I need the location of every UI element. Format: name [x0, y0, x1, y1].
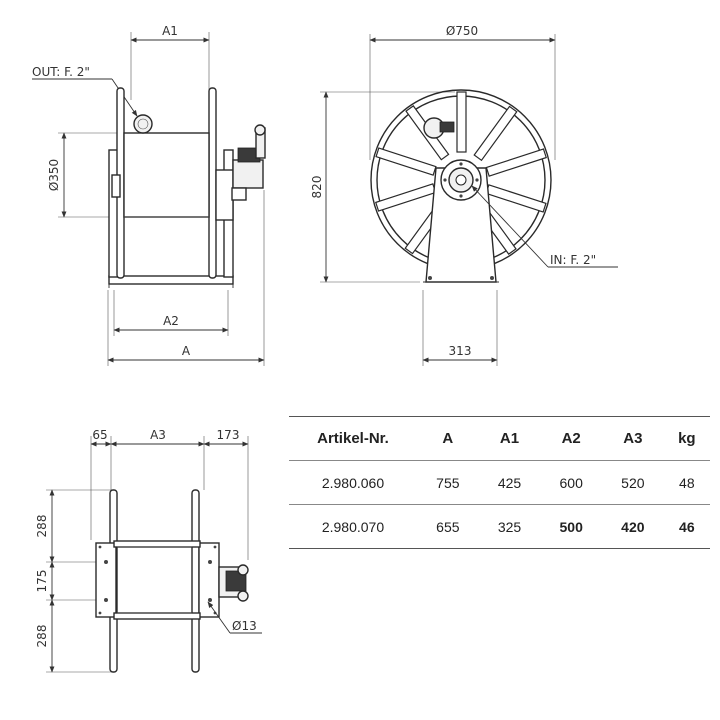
dim-a3: A3	[150, 428, 166, 442]
header-article: Artikel-Nr.	[289, 416, 417, 461]
cell-a3: 420	[602, 504, 664, 549]
spec-table: Artikel-Nr. A A1 A2 A3 kg 2.980.060 755 …	[289, 416, 710, 549]
dim-a2: A2	[163, 314, 179, 328]
header-a3: A3	[602, 416, 664, 461]
front-view	[32, 32, 266, 366]
dim-288-bottom: 288	[35, 625, 49, 648]
cell-kg: 48	[663, 460, 710, 505]
cell-kg: 46	[663, 504, 710, 549]
dim-height: 820	[310, 176, 324, 199]
dim-drum-diameter: Ø350	[47, 159, 61, 191]
header-a2: A2	[540, 416, 603, 461]
cell-a2: 500	[540, 504, 603, 549]
cell-a3: 520	[602, 460, 664, 505]
table-row: 2.980.070 655 325 500 420 46	[289, 504, 710, 549]
dim-offset-173: 173	[217, 428, 240, 442]
header-a1: A1	[478, 416, 541, 461]
dim-stand-width: 313	[449, 344, 472, 358]
cell-a1: 425	[478, 460, 541, 505]
dim-175: 175	[35, 570, 49, 593]
header-a: A	[417, 416, 479, 461]
cell-a: 655	[417, 504, 479, 549]
cell-article: 2.980.070	[289, 504, 417, 549]
dim-a1: A1	[162, 24, 178, 38]
dim-flange-diameter: Ø750	[446, 24, 478, 38]
label-outlet: OUT: F. 2"	[32, 65, 90, 79]
dim-a: A	[182, 344, 191, 358]
side-view	[320, 34, 618, 366]
dim-hole-diameter: Ø13	[232, 619, 257, 633]
top-view	[46, 436, 262, 673]
cell-a1: 325	[478, 504, 541, 549]
dim-288-top: 288	[35, 515, 49, 538]
cell-a2: 600	[540, 460, 603, 505]
dim-offset-65: 65	[92, 428, 107, 442]
table-row: 2.980.060 755 425 600 520 48	[289, 460, 710, 505]
cell-article: 2.980.060	[289, 460, 417, 505]
header-kg: kg	[663, 416, 710, 461]
table-header-row: Artikel-Nr. A A1 A2 A3 kg	[289, 416, 710, 461]
cell-a: 755	[417, 460, 479, 505]
label-inlet: IN: F. 2"	[550, 253, 596, 267]
